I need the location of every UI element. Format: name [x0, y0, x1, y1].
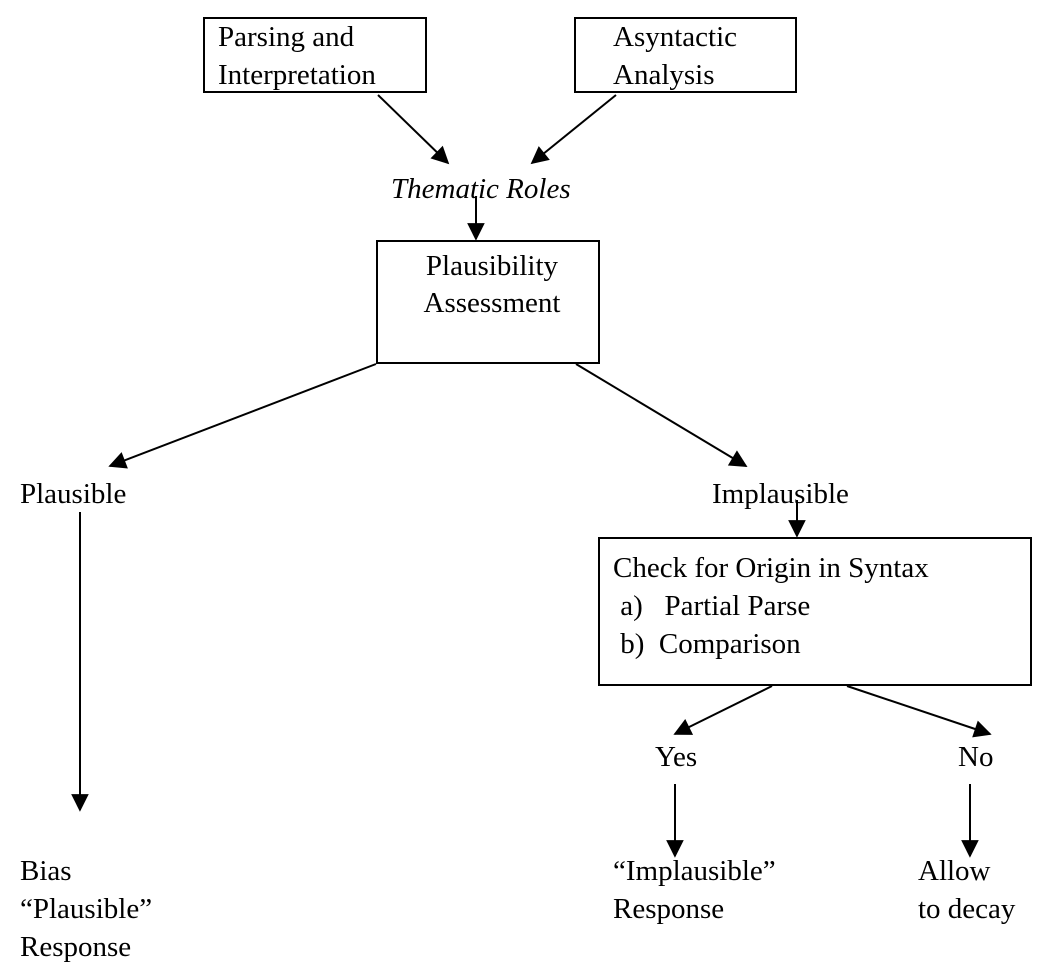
plausibility-line2: Assessment — [423, 287, 561, 319]
implausible-response-line2: Response — [613, 893, 725, 925]
implausible-response-line1: “Implausible” — [613, 855, 776, 887]
arrow-plausibility-to-plausible — [108, 363, 377, 469]
plausibility-assessment-box — [376, 240, 600, 364]
check-origin-box — [598, 537, 1032, 686]
plausible-label: Plausible — [20, 478, 127, 510]
parsing-interpretation-box — [203, 17, 427, 93]
asyntactic-analysis-box — [574, 17, 797, 93]
parsing-line2: Interpretation — [218, 59, 376, 91]
arrow-check-to-yes — [673, 685, 773, 735]
yes-label: Yes — [655, 741, 698, 773]
check-line2: a) Partial Parse — [613, 590, 811, 622]
parsing-line1: Parsing and — [218, 21, 355, 53]
check-line1: Check for Origin in Syntax — [613, 552, 929, 584]
thematic-roles-label: Thematic Roles — [391, 173, 571, 205]
plausibility-line1: Plausibility — [425, 250, 559, 282]
arrow-asyntactic-to-thematic — [530, 94, 617, 165]
arrow-parsing-to-thematic — [377, 94, 450, 165]
asyntactic-line1: Asyntactic — [613, 21, 738, 53]
arrow-check-to-no — [846, 685, 992, 738]
decay-line1: Allow — [918, 855, 991, 887]
decay-line2: to decay — [918, 893, 1016, 925]
bias-line3: Response — [20, 931, 132, 963]
bias-line1: Bias — [20, 855, 72, 887]
arrow-plausibility-to-implausible — [575, 363, 748, 467]
asyntactic-line2: Analysis — [613, 59, 715, 91]
no-label: No — [958, 741, 994, 773]
implausible-label: Implausible — [712, 478, 849, 510]
check-line3: b) Comparison — [613, 628, 801, 660]
bias-line2: “Plausible” — [20, 893, 153, 925]
